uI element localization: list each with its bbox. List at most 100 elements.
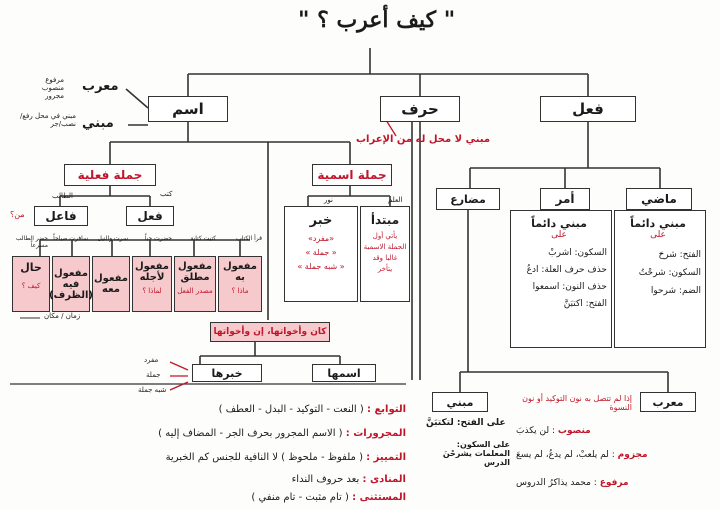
object-hint: حضر الطالب مسرعاً [15, 235, 48, 249]
object-question: ماذا ؟ [231, 287, 249, 295]
madi-box: ماضي [626, 188, 692, 210]
amr-mabni: مبني دائماً [531, 217, 587, 230]
khabar-label: خبر [309, 213, 333, 228]
amr-item: الفتح: اكتبَنَّ [563, 299, 607, 309]
kana-type: شبه جملة [138, 386, 167, 394]
khabar-note-1: «مفرد» [307, 234, 335, 243]
ismiya-box: جملة اسمية [312, 164, 392, 186]
case-key: مجزوم [617, 450, 648, 460]
object-hint: حضرت حباً [144, 235, 172, 242]
list-key: التوابع : [366, 404, 406, 415]
mubtada-hint: العلم [388, 196, 403, 204]
amr-on: على [551, 230, 567, 240]
mubtada-note-3: غالبا وقد [372, 254, 398, 262]
object-box-liajlihi: مفعول لأجله لماذا ؟ [132, 256, 172, 312]
murab-types: مرفوع منصوب مجرور [41, 76, 64, 101]
madi-on: على [650, 230, 666, 240]
object-label: مفعول به [223, 261, 257, 283]
case-key: مرفوع [599, 478, 629, 488]
object-hint: سرت والنيل [97, 235, 128, 242]
list-value: ( النعت - التوكيد - البدل - العطف ) [218, 404, 364, 415]
kana-type: مفرد [144, 356, 159, 364]
ism-box: اسم [148, 96, 228, 122]
object-box-maahu: مفعول معه [92, 256, 130, 312]
list-value: ( تام مثبت - تام منفي ) [251, 492, 349, 503]
mubtada-note-4: يتأخر [377, 265, 393, 273]
amr-box: أمر [540, 188, 590, 210]
khabar-box: خبر «مفرد» « جملة » « شبه جملة » [284, 206, 358, 302]
mudari-mabni-sukun: على السكون: المعلمات يشرحْنَ الدرس [442, 440, 510, 468]
object-question: مصدر الفعل [177, 287, 213, 295]
object-hint: سافرت صباحاً [53, 235, 88, 242]
amr-item: السكون: اشربْ [548, 248, 607, 258]
madi-item: الضم: شرحوا [650, 286, 701, 296]
madi-panel: مبني دائماً على الفتح: شرحَ السكون: شرحْ… [614, 210, 706, 348]
object-box-mutlaq: مفعول مطلق مصدر الفعل [174, 256, 216, 312]
fail-question: من؟ [10, 210, 25, 219]
mubtada-note-1: يأتي أول [372, 232, 398, 240]
object-box-bihi: مفعول به ماذا ؟ [218, 256, 262, 312]
list-item: المنادى : بعد حروف النداء [292, 474, 406, 486]
page-title: " كيف أعرب ؟ " [298, 7, 456, 33]
object-label: مفعول معه [94, 273, 128, 295]
fail-box: فاعل [34, 206, 88, 226]
list-key: المستثنى : [352, 492, 406, 503]
kana-khabar-box: خبرها [192, 364, 262, 382]
madi-item: الفتح: شرحَ [658, 250, 701, 260]
fil-hint: كتب [160, 190, 173, 198]
kana-type: جملة [146, 371, 161, 379]
fil-box: فعل [540, 96, 636, 122]
mabni-label: مبني [82, 116, 114, 131]
object-hint: قرأ الكتاب [236, 235, 262, 242]
mudari-murab-box: معرب [640, 392, 696, 412]
list-value: ( الاسم المجرور بحرف الجر - المضاف إليه … [158, 428, 343, 439]
case-value: : لم يلعبْ، لم يدعُ، لم يسعَ [516, 450, 615, 460]
list-key: التمييز : [366, 452, 406, 463]
object-box-hal: حال كيف ؟ [12, 256, 50, 312]
object-label: حال [20, 261, 42, 274]
harf-note: مبني لا محل له من الإعراب [356, 134, 491, 145]
kana-box: كان وأخواتها، إن وأخواتها [210, 322, 330, 342]
list-value: ( ملفوظ - ملحوظ ) لا النافية للجنس كم ال… [165, 452, 363, 463]
object-box-fihi: مفعول فيه (الظرف) [49, 256, 93, 312]
khabar-hint: نور [324, 196, 333, 204]
list-item: التوابع : ( النعت - التوكيد - البدل - ال… [219, 404, 406, 416]
khabar-note-2: « جملة » [305, 248, 337, 257]
list-item: المجرورات : ( الاسم المجرور بحرف الجر - … [158, 428, 406, 440]
fil-sub-box: فعل [126, 206, 174, 226]
list-key: المنادى : [362, 474, 406, 485]
case-key: منصوب [557, 426, 591, 436]
fail-hint: الطالب [52, 192, 73, 200]
mubtada-box: مبتدأ يأتي أول الجملة الاسمية غالبا وقد … [360, 206, 410, 302]
amr-item: حذف النون: اسمعوا [532, 282, 607, 292]
fi3liya-box: جملة فعلية [64, 164, 156, 186]
mudari-case: منصوب : لن يكذبَ [516, 426, 591, 436]
mudari-case: مجزوم : لم يلعبْ، لم يدعُ، لم يسعَ [516, 450, 648, 460]
object-label: مفعول لأجله [135, 261, 169, 283]
khabar-note-3: « شبه جملة » [297, 262, 345, 271]
case-value: : محمد يذاكرُ الدروس [516, 478, 597, 488]
object-label: مفعول فيه (الظرف) [49, 267, 93, 301]
object-question: كيف ؟ [21, 282, 41, 290]
murab-label: معرب [82, 79, 119, 94]
harf-box: حرف [380, 96, 460, 122]
mudari-mabni-box: مبني [432, 392, 488, 412]
object-question: لماذا ؟ [142, 287, 162, 295]
list-item: التمييز : ( ملفوظ - ملحوظ ) لا النافية ل… [166, 452, 406, 464]
mubtada-note-2: الجملة الاسمية [363, 243, 407, 251]
amr-panel: مبني دائماً على السكون: اشربْ حذف حرف ال… [510, 210, 612, 348]
list-item: المستثنى : ( تام مثبت - تام منفي ) [251, 492, 406, 504]
kana-ism-box: اسمها [312, 364, 376, 382]
mudari-box: مضارع [436, 188, 500, 210]
mabni-note: مبني في محل رفع/نصب/جر [19, 112, 76, 129]
mudari-mabni-fath: على الفتح: لتكتبَنَّ [426, 418, 506, 428]
object-note: زمان / مكان [44, 312, 81, 320]
list-key: المجرورات : [345, 428, 406, 439]
madi-item: السكون: شرحْتُ [638, 268, 701, 278]
mudari-case: مرفوع : محمد يذاكرُ الدروس [516, 478, 629, 488]
amr-item: حذف حرف العلة: ادعُ [526, 265, 607, 275]
mudari-murab-cond: إذا لم تتصل به نون التوكيد أو نون النسوة [522, 394, 632, 413]
object-label: مفعول مطلق [178, 261, 212, 283]
